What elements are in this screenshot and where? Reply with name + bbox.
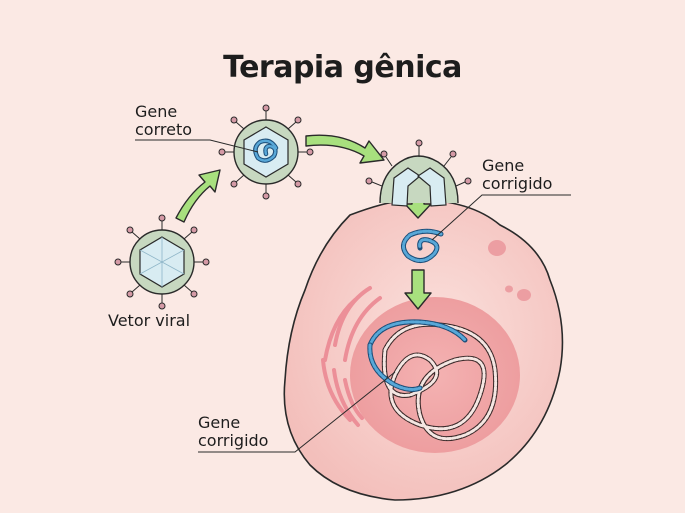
nucleus-dna — [367, 319, 499, 442]
label-correct-gene: Gene correto — [135, 102, 193, 139]
viral-vector-spikes — [114, 214, 210, 310]
arrow-cytoplasm-to-nucleus — [404, 269, 432, 310]
diagram-title: Terapia gênica — [223, 50, 462, 85]
cell — [283, 198, 564, 501]
label-corrected-gene-top: Gene corrigido — [482, 156, 553, 193]
arrow-vector-to-gene — [175, 169, 221, 223]
virus-entry — [365, 139, 472, 207]
virus-gene-coil — [253, 138, 279, 163]
viral-vector — [114, 214, 210, 310]
leader-corrected-gene-top — [431, 194, 571, 241]
label-corrected-gene-bottom: Gene corrigido — [198, 413, 269, 450]
cell-vesicles — [488, 240, 531, 301]
arrow-gene-to-cell — [305, 134, 385, 164]
leader-correct-gene — [135, 139, 259, 153]
label-viral-vector: Vetor viral — [108, 311, 191, 330]
leader-corrected-gene-bottom — [198, 371, 396, 453]
label-leader-lines — [135, 139, 571, 453]
cytoplasm-gene-coil — [401, 228, 444, 263]
endoplasmic-reticulum — [321, 286, 382, 427]
virus-with-gene — [218, 104, 314, 200]
virus-spikes — [218, 104, 314, 200]
